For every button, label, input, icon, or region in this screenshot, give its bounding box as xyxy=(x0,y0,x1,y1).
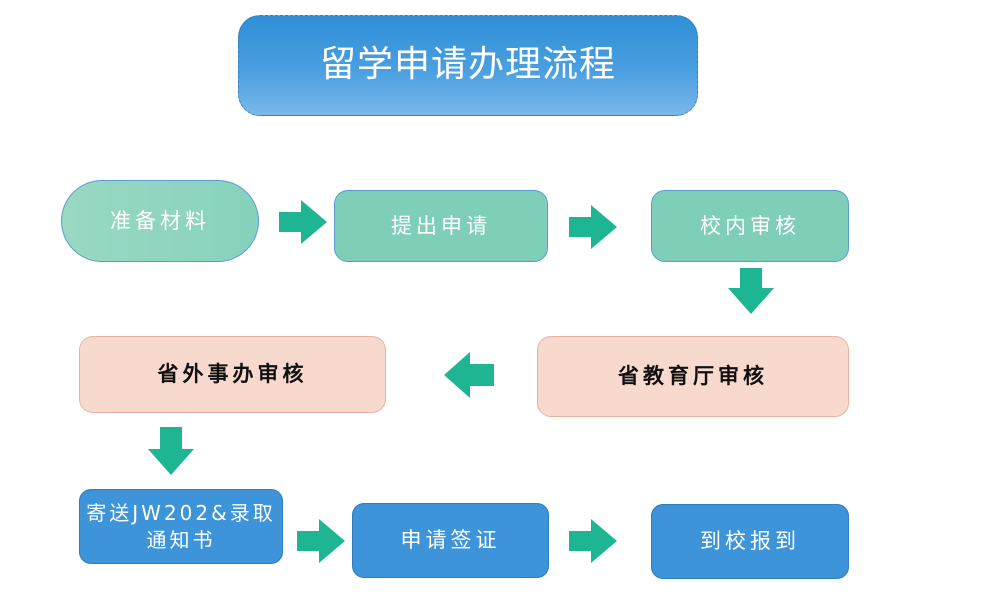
step-provincial-foreign-affairs-review: 省外事办审核 xyxy=(79,336,386,413)
step-label: 准备材料 xyxy=(110,208,210,233)
step-apply-visa: 申请签证 xyxy=(352,503,549,578)
flowchart-title: 留学申请办理流程 xyxy=(238,15,698,116)
arrow-down-icon xyxy=(728,268,774,314)
step-submit-application: 提出申请 xyxy=(334,190,548,262)
step-send-jw202-admission-letter: 寄送JW202&录取通知书 xyxy=(79,489,283,564)
step-report-to-school: 到校报到 xyxy=(651,504,849,579)
title-text: 留学申请办理流程 xyxy=(319,44,616,86)
step-label: 省外事办审核 xyxy=(157,362,308,387)
step-label: 校内审核 xyxy=(700,213,800,238)
arrow-right-icon xyxy=(297,519,345,563)
step-campus-review: 校内审核 xyxy=(651,190,849,262)
step-label: 寄送JW202&录取通知书 xyxy=(86,500,276,552)
arrow-left-icon xyxy=(444,352,494,398)
arrow-down-icon xyxy=(148,427,194,475)
step-label: 申请签证 xyxy=(400,528,501,553)
arrow-right-icon xyxy=(569,205,617,249)
step-label: 提出申请 xyxy=(391,213,491,238)
arrow-right-icon xyxy=(569,519,617,563)
step-prepare-materials: 准备材料 xyxy=(61,180,259,262)
step-provincial-education-review: 省教育厅审核 xyxy=(537,336,849,417)
step-label: 省教育厅审核 xyxy=(618,364,768,389)
arrow-right-icon xyxy=(279,200,327,244)
step-label: 到校报到 xyxy=(700,529,800,554)
